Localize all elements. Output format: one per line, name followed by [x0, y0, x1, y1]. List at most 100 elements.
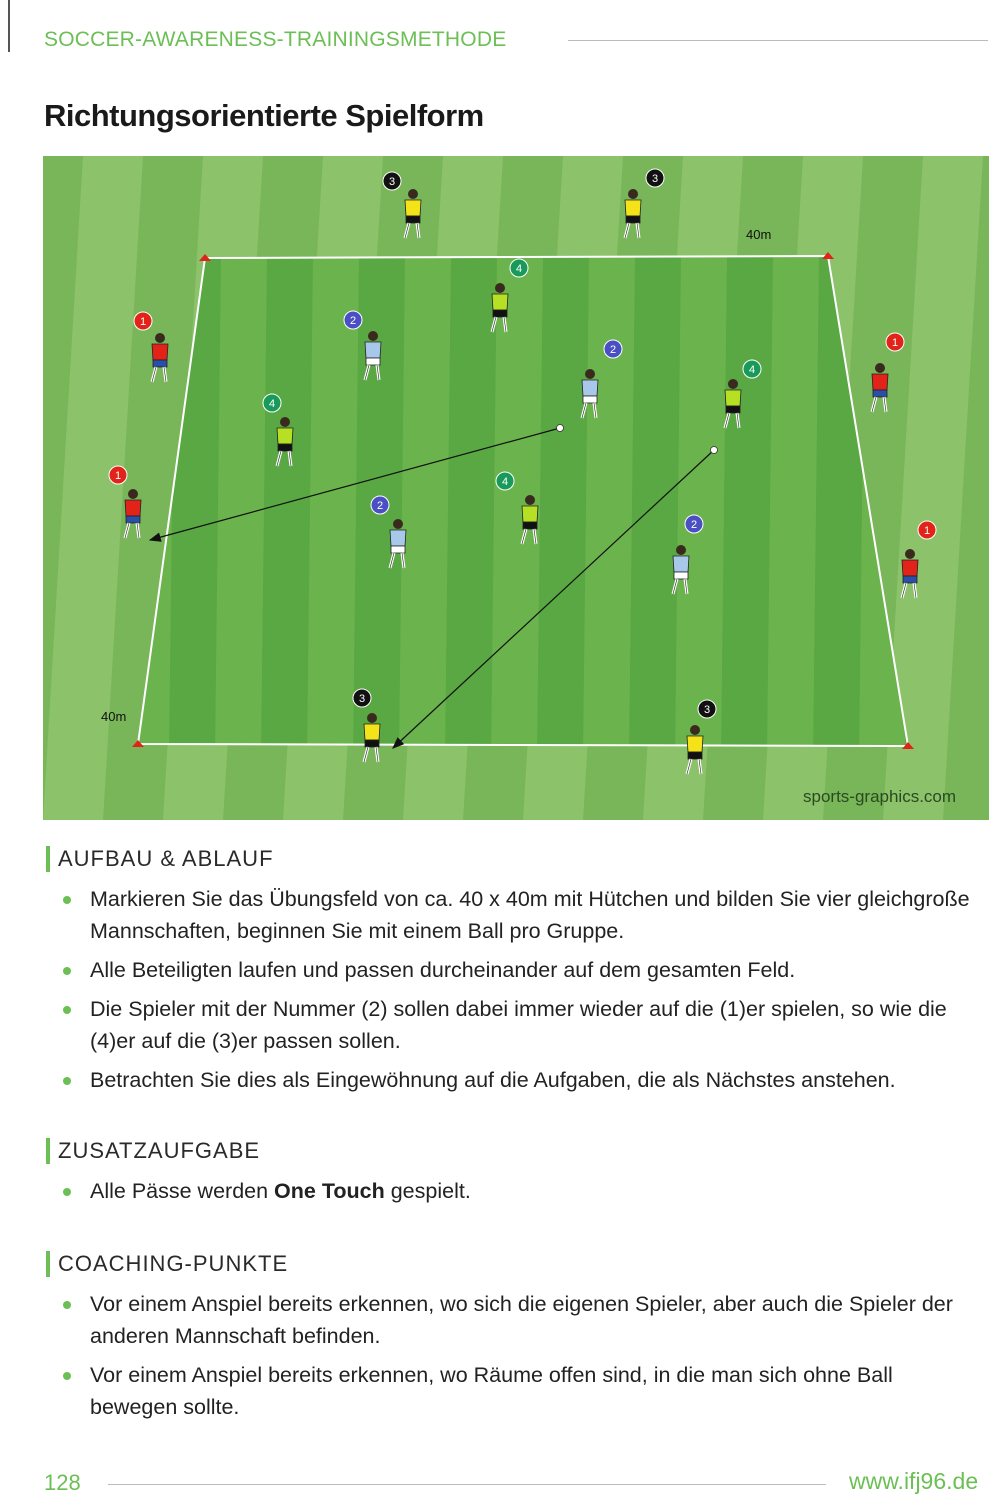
cone-icon — [902, 742, 914, 749]
player-shirt — [364, 341, 382, 359]
cones — [132, 252, 914, 749]
player-number: 3 — [652, 173, 658, 185]
player-team-2: 2 — [580, 339, 623, 419]
player-number: 2 — [350, 315, 356, 327]
list-item: Markieren Sie das Übungsfeld von ca. 40 … — [46, 883, 976, 947]
player-shirt — [901, 559, 919, 577]
player-team-2: 2 — [343, 310, 382, 381]
player-head — [367, 713, 377, 723]
player-number-badge — [343, 310, 363, 330]
player-number-badge — [133, 311, 153, 331]
player-team-3: 3 — [352, 688, 381, 763]
player-number: 4 — [749, 364, 755, 376]
player-shorts — [152, 359, 168, 368]
player-head — [875, 363, 885, 373]
player-shorts — [364, 739, 380, 748]
player-shirt — [404, 199, 422, 217]
player-number-badge — [382, 171, 402, 191]
player-shorts — [673, 571, 689, 580]
player-number: 1 — [115, 470, 121, 482]
player-number: 4 — [502, 476, 508, 488]
player-shirt — [724, 389, 742, 407]
list-item: Vor einem Anspiel bereits erkennen, wo s… — [46, 1288, 976, 1352]
footer-url[interactable]: www.ifj96.de — [849, 1468, 979, 1494]
player-number: 1 — [892, 337, 898, 349]
player-shirt — [871, 373, 889, 391]
player-number: 3 — [389, 176, 395, 188]
player-head — [393, 519, 403, 529]
dimension-label-left: 40m — [101, 709, 126, 724]
player-number-badge — [697, 699, 717, 719]
chapter-kicker: SOCCER-AWARENESS-TRAININGSMETHODE — [44, 28, 507, 51]
player-head — [585, 369, 595, 379]
player-head — [155, 333, 165, 343]
player-number-badge — [917, 520, 937, 540]
ball — [710, 446, 718, 454]
training-area-stripe — [629, 256, 681, 746]
player-number-badge — [742, 359, 762, 379]
bullet-icon — [63, 896, 71, 904]
player-head — [905, 549, 915, 559]
player-head — [628, 189, 638, 199]
pass-arrow — [148, 427, 561, 542]
player-shorts — [872, 389, 888, 398]
player-number: 2 — [377, 500, 383, 512]
bullet-icon — [63, 1188, 71, 1196]
bullet-icon — [63, 1006, 71, 1014]
player-shirt — [124, 499, 142, 517]
player-team-1: 1 — [900, 520, 937, 599]
player-team-1: 1 — [870, 332, 905, 413]
section-zusatzaufgabe: ZUSATZAUFGABE Alle Pässe werden One Touc… — [46, 1138, 976, 1207]
player-shorts — [365, 357, 381, 366]
training-area-stripes — [169, 256, 908, 746]
cone-icon — [199, 254, 211, 261]
player-shorts — [492, 309, 508, 318]
player-shirt — [276, 427, 294, 445]
list-item: Alle Beteiligten laufen und passen durch… — [46, 954, 976, 986]
player-head — [690, 725, 700, 735]
player-head — [495, 283, 505, 293]
page-title: Richtungsorientierte Spielform — [44, 98, 484, 133]
bullet-icon — [63, 1372, 71, 1380]
player-number: 4 — [269, 398, 275, 410]
player-team-3: 3 — [623, 168, 665, 239]
header-divider — [568, 40, 988, 41]
player-number-badge — [509, 258, 529, 278]
player-shorts — [125, 515, 141, 524]
player-shirt — [581, 379, 599, 397]
section-accent-bar — [46, 1251, 50, 1277]
section-title: COACHING-PUNKTE — [58, 1251, 289, 1276]
player-head — [128, 489, 138, 499]
training-area-stripe — [537, 256, 589, 746]
player-shorts — [582, 395, 598, 404]
player-head — [280, 417, 290, 427]
player-team-4: 4 — [262, 393, 294, 467]
pass-arrow — [392, 449, 715, 749]
player-shorts — [522, 521, 538, 530]
player-shirt — [389, 529, 407, 547]
player-number-badge — [885, 332, 905, 352]
list-item: Betrachten Sie dies als Eingewöhnung auf… — [46, 1064, 976, 1096]
section-accent-bar — [46, 1138, 50, 1164]
player-shirt — [521, 505, 539, 523]
player-number-badge — [108, 465, 128, 485]
player-team-1: 1 — [108, 465, 142, 539]
player-team-4: 4 — [495, 471, 539, 545]
player-team-3: 3 — [685, 699, 717, 775]
player-number: 2 — [691, 519, 697, 531]
dimension-label-top: 40m — [746, 227, 771, 242]
player-shirt — [151, 343, 169, 361]
player-shirt — [624, 199, 642, 217]
player-shorts — [687, 751, 703, 760]
section-title: AUFBAU & ABLAUF — [58, 846, 274, 871]
player-head — [408, 189, 418, 199]
player-number-badge — [370, 495, 390, 515]
cone-icon — [132, 740, 144, 747]
cone-icon — [822, 252, 834, 259]
player-number: 1 — [140, 316, 146, 328]
list-item: Alle Pässe werden One Touch gespielt. — [46, 1175, 976, 1207]
player-number-badge — [603, 339, 623, 359]
player-number: 3 — [704, 704, 710, 716]
grass-stripe — [103, 156, 203, 820]
